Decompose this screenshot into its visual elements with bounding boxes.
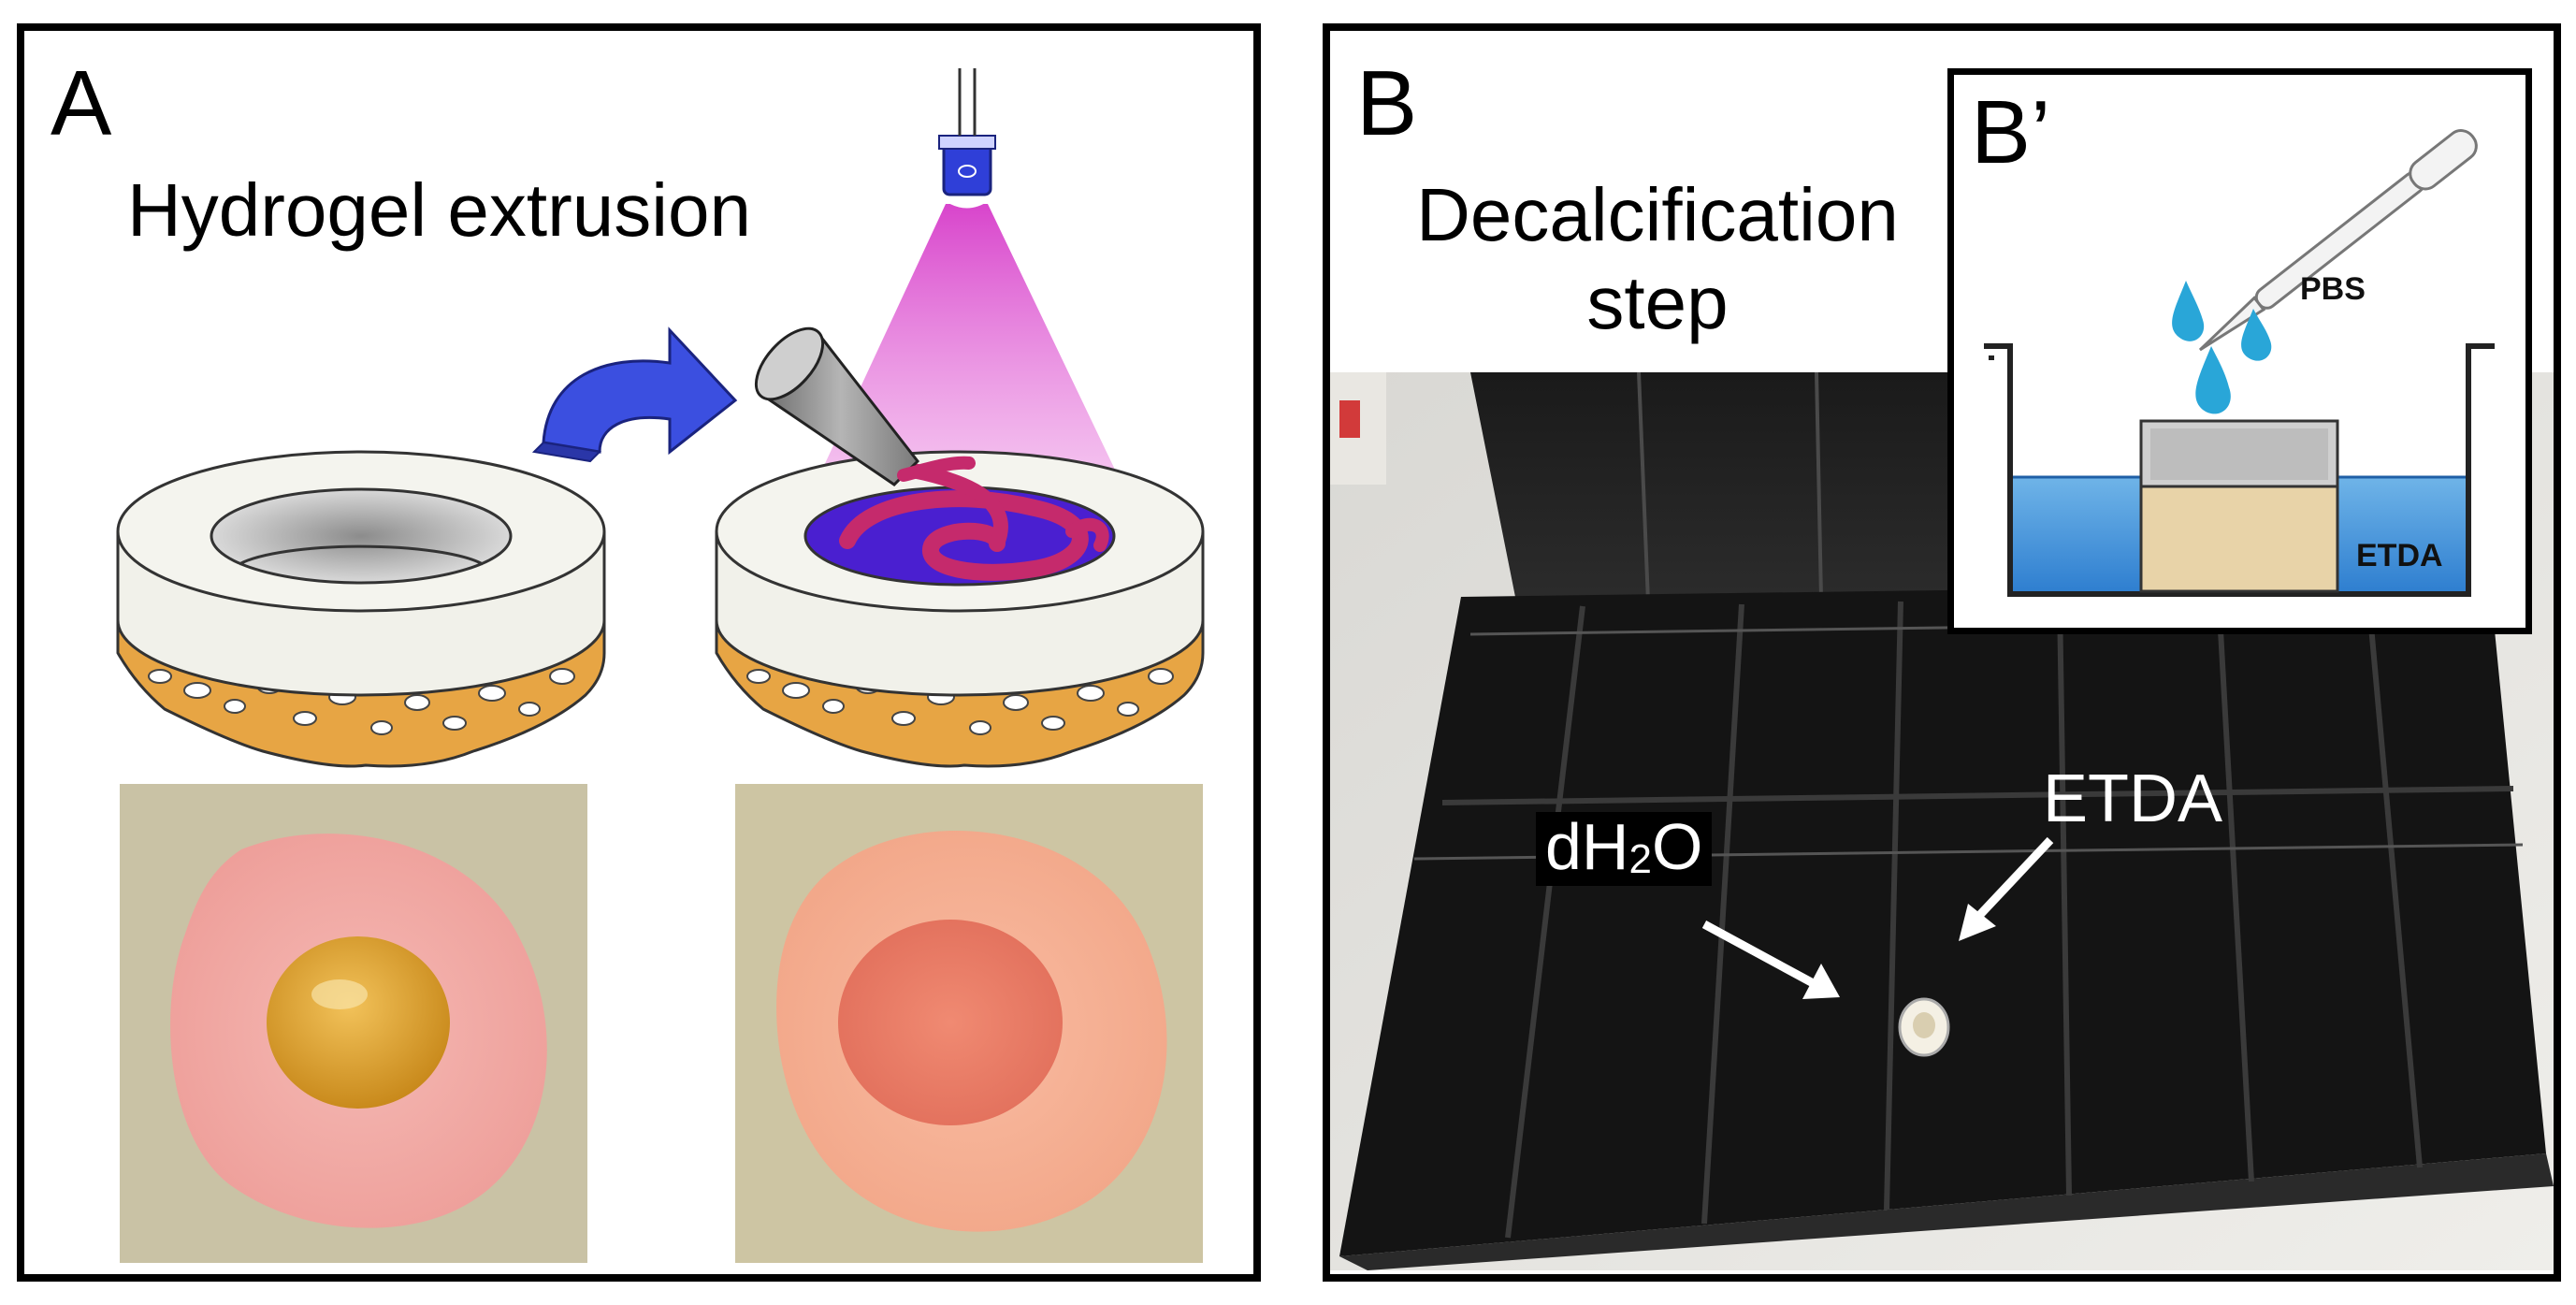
container [1984,343,2495,597]
panel-a-letter: A [51,51,112,154]
panel-b-title: Decalcification step [1353,171,1961,348]
pbs-droplets [2172,281,2272,414]
label-dh2o: dH2O [1536,812,1713,886]
arrow-etda [1959,836,2054,941]
inset-etda-label: ETDA [2356,538,2443,573]
inset-b-prime: B’ PBS ETDA [1947,68,2532,634]
inset-letter: B’ [1971,82,2051,182]
photo-hydrogel-left [120,784,587,1263]
arrow-dh2o [1701,921,1840,999]
left-ring [116,450,606,697]
panel-b-title-line1: Decalcification [1416,173,1899,256]
photo-hydrogel-right [735,784,1203,1263]
label-etda: ETDA [2043,761,2223,836]
panel-a: A Hydrogel extrusion [17,23,1261,1282]
extrusion-schematic [116,68,1205,768]
panel-b-title-line2: step [1586,261,1729,345]
panel-b: B Decalcification step dH2O ETDA [1323,23,2561,1282]
extrusion-nozzle [754,326,976,486]
process-arrow [531,326,738,463]
right-ring [715,450,1205,697]
panel-b-letter: B [1356,51,1418,154]
inset-schematic [1984,129,2495,597]
inset-pbs-label: PBS [2300,271,2366,307]
pipette [2198,129,2478,352]
panel-a-title: Hydrogel extrusion [127,168,751,252]
